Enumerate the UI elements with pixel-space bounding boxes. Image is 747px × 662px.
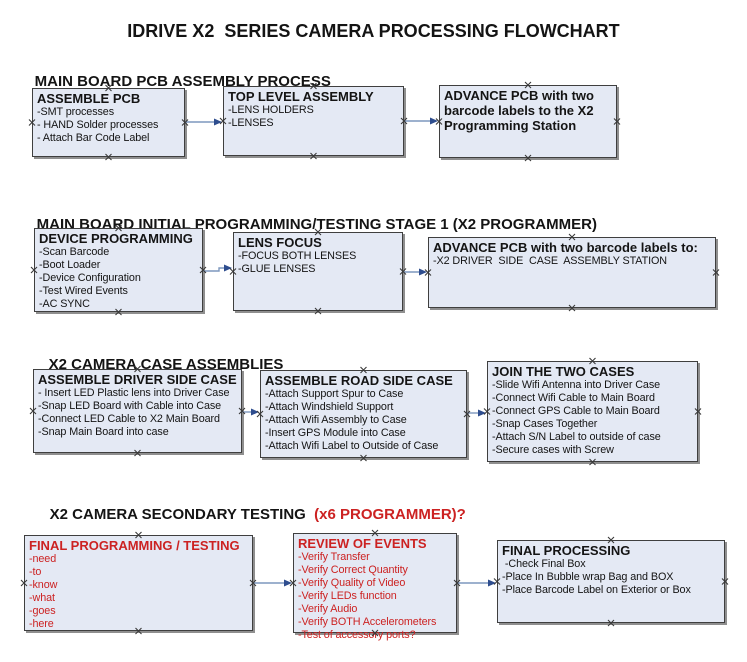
box-title: ASSEMBLE DRIVER SIDE CASE (38, 372, 237, 387)
box-item-text: -FOCUS BOTH LENSES (238, 250, 357, 262)
box-items: -Slide Wifi Antenna into Driver Case-Con… (492, 379, 696, 457)
section-header-case-assemblies: X2 CAMERA CASE ASSEMBLIES (32, 338, 284, 392)
box-item-text: -Check Final Box (502, 558, 586, 570)
box-item-text: -what (29, 592, 55, 604)
box-items: -need-to-know-what-goes-here (29, 553, 251, 631)
box-item-text: -Snap Main Board into case (38, 426, 169, 438)
box-title: ADVANCE PCB with two barcode labels to: (433, 240, 698, 255)
box-item-text: -Attach Support Spur to Case (265, 388, 404, 400)
box-items: -Scan Barcode-Boot Loader-Device Configu… (39, 246, 201, 311)
flow-arrow-head-icon (488, 579, 496, 587)
box-item-text: -Verify BOTH Accelerometers (298, 616, 437, 628)
box-advance-pcb-programming-station: ADVANCE PCB with two barcode labels to t… (439, 85, 617, 158)
box-item-text: -Verify Audio (298, 603, 358, 615)
box-title: JOIN THE TWO CASES (492, 364, 635, 379)
box-item-text: -Test Wired Events (39, 285, 128, 297)
section-header-text: X2 CAMERA CASE ASSEMBLIES (48, 356, 284, 373)
box-items: -X2 DRIVER SIDE CASE ASSEMBLY STATION (433, 255, 714, 268)
section-header-pcb-assembly: MAIN BOARD PCB ASSEMBLY PROCESS (18, 55, 331, 109)
flow-arrow-line (203, 267, 226, 272)
flow-arrow-head-icon (419, 268, 427, 276)
box-item-text: -X2 DRIVER SIDE CASE ASSEMBLY STATION (433, 255, 667, 267)
box-item-text: -Insert GPS Module into Case (265, 427, 406, 439)
box-review-of-events: REVIEW OF EVENTS -Verify Transfer-Verify… (293, 533, 457, 641)
box-final-processing: FINAL PROCESSING -Check Final Box-Place … (497, 540, 725, 623)
box-item-text: -GLUE LENSES (238, 263, 316, 275)
box-item-text: -Scan Barcode (39, 246, 110, 258)
section-header-text: X2 CAMERA SECONDARY TESTING (49, 506, 310, 523)
box-device-programming: DEVICE PROGRAMMING -Scan Barcode-Boot Lo… (34, 228, 203, 312)
box-join-the-two-cases: JOIN THE TWO CASES -Slide Wifi Antenna i… (487, 361, 698, 462)
box-title: FINAL PROGRAMMING / TESTING (29, 538, 240, 553)
box-title: ASSEMBLE PCB (37, 91, 141, 106)
box-title: REVIEW OF EVENTS (298, 536, 427, 551)
box-items: - Insert LED Plastic lens into Driver Ca… (38, 387, 240, 439)
box-item-text: -Attach Windshield Support (265, 401, 394, 413)
box-item-text: -AC SYNC (39, 298, 90, 310)
box-item-text: -Attach Wifi Label to Outside of Case (265, 440, 439, 452)
box-final-programming-testing: FINAL PROGRAMMING / TESTING -need-to-kno… (24, 535, 253, 631)
flow-arrow-head-icon (251, 408, 259, 416)
box-item-text: -Place Barcode Label on Exterior or Box (502, 584, 691, 596)
box-item-text: -to (29, 566, 42, 578)
box-item-text: -goes (29, 605, 56, 617)
box-lens-focus: LENS FOCUS -FOCUS BOTH LENSES-GLUE LENSE… (233, 232, 403, 311)
box-items: -Attach Support Spur to Case-Attach Wind… (265, 388, 465, 453)
box-title: ASSEMBLE ROAD SIDE CASE (265, 373, 453, 388)
box-item-text: -Attach S/N Label to outside of case (492, 431, 661, 443)
flow-arrow-head-icon (224, 264, 232, 272)
box-item-text: -LENS HOLDERS (228, 104, 314, 116)
section-header-secondary-testing: X2 CAMERA SECONDARY TESTING (x6 PROGRAMM… (33, 488, 466, 542)
box-item-text: -Attach Wifi Assembly to Case (265, 414, 407, 426)
box-item-text: -SMT processes (37, 106, 114, 118)
box-assemble-pcb: ASSEMBLE PCB -SMT processes- HAND Solder… (32, 88, 185, 157)
page-title: IDRIVE X2 SERIES CAMERA PROCESSING FLOWC… (127, 21, 620, 41)
flow-arrow-head-icon (284, 579, 292, 587)
box-item-text: -Place In Bubble wrap Bag and BOX (502, 571, 674, 583)
box-item-text: -Snap Cases Together (492, 418, 598, 430)
flow-arrow-head-icon (478, 409, 486, 417)
box-item-text: -Connect LED Cable to X2 Main Board (38, 413, 220, 425)
box-advance-pcb-driver-side: ADVANCE PCB with two barcode labels to: … (428, 237, 716, 308)
box-assemble-driver-side-case: ASSEMBLE DRIVER SIDE CASE - Insert LED P… (33, 369, 242, 453)
box-title: TOP LEVEL ASSEMBLY (228, 89, 374, 104)
box-top-level-assembly: TOP LEVEL ASSEMBLY -LENS HOLDERS-LENSES (223, 86, 404, 156)
box-item-text: -Connect Wifi Cable to Main Board (492, 392, 655, 404)
box-item-text: -Snap LED Board with Cable into Case (38, 400, 222, 412)
box-item-text: -need (29, 553, 57, 565)
box-title: DEVICE PROGRAMMING (39, 231, 193, 246)
box-item-text: -Boot Loader (39, 259, 101, 271)
box-title: LENS FOCUS (238, 235, 322, 250)
box-items: -Verify Transfer-Verify Correct Quantity… (298, 551, 455, 642)
box-item-text: -know (29, 579, 58, 591)
box-item-text: -Test of accessory ports? (298, 629, 416, 641)
box-item-text: -Connect GPS Cable to Main Board (492, 405, 660, 417)
box-item-text: -Verify Transfer (298, 551, 370, 563)
box-title: ADVANCE PCB with two barcode labels to t… (444, 88, 598, 133)
box-item-text: - Attach Bar Code Label (37, 132, 150, 144)
box-item-text: -Secure cases with Screw (492, 444, 614, 456)
box-item-text: -LENSES (228, 117, 274, 129)
box-items: -FOCUS BOTH LENSES-GLUE LENSES (238, 250, 401, 276)
box-item-text: -Verify Quality of Video (298, 577, 406, 589)
box-item-text: -Verify LEDs function (298, 590, 397, 602)
box-title: FINAL PROCESSING (502, 543, 631, 558)
section-header-red-text: (x6 PROGRAMMER)? (309, 506, 466, 523)
section-header-text: MAIN BOARD PCB ASSEMBLY PROCESS (34, 73, 331, 90)
flow-arrow-head-icon (214, 118, 222, 126)
box-item-text: -here (29, 618, 54, 630)
box-items: -Check Final Box-Place In Bubble wrap Ba… (502, 558, 723, 597)
box-item-text: - Insert LED Plastic lens into Driver Ca… (38, 387, 230, 399)
flow-arrow-head-icon (430, 117, 438, 125)
box-items: -LENS HOLDERS-LENSES (228, 104, 402, 130)
box-assemble-road-side-case: ASSEMBLE ROAD SIDE CASE -Attach Support … (260, 370, 467, 458)
box-items: -SMT processes- HAND Solder processes- A… (37, 106, 183, 145)
box-item-text: - HAND Solder processes (37, 119, 159, 131)
box-item-text: -Slide Wifi Antenna into Driver Case (492, 379, 661, 391)
box-item-text: -Device Configuration (39, 272, 141, 284)
box-item-text: -Verify Correct Quantity (298, 564, 408, 576)
